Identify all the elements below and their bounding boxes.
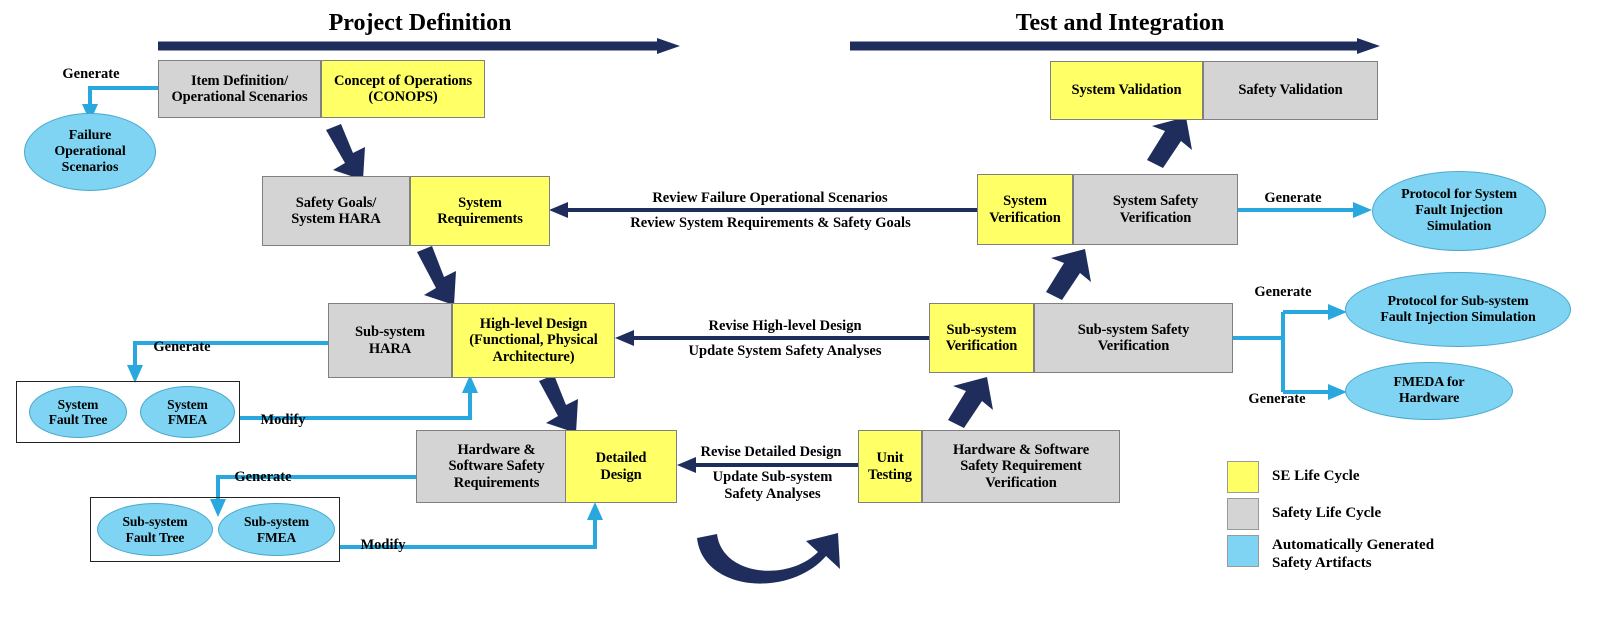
generate-edge-system-fta (127, 341, 336, 383)
box-system-safety-verification[interactable]: System Safety Verification (1073, 174, 1238, 245)
box-hw-sw-safety-requirement-verification[interactable]: Hardware & Software Safety Requirement V… (922, 430, 1120, 503)
descend-arrow-3 (539, 375, 578, 433)
modify-edge-highlevel-design (240, 375, 478, 420)
ellipse-failure-operational-scenarios[interactable]: Failure Operational Scenarios (24, 113, 156, 191)
ellipse-subsystem-fault-tree[interactable]: Sub-system Fault Tree (97, 503, 213, 556)
descend-arrow-2 (417, 246, 456, 305)
test-integration-banner-arrow (850, 38, 1380, 54)
title-test-integration: Test and Integration (1015, 10, 1225, 36)
title-project-definition: Project Definition (328, 10, 512, 36)
generate-edge-subsystem-artifacts (1233, 304, 1347, 400)
edge-label-generate-4: Generate (1264, 190, 1322, 206)
feedback-arrow-detailed (677, 457, 858, 473)
box-system-requirements[interactable]: System Requirements (410, 176, 550, 246)
legend-label-auto-generated-artifacts: Automatically Generated Safety Artifacts (1272, 537, 1435, 571)
box-item-definition[interactable]: Item Definition/ Operational Scenarios (158, 60, 321, 118)
ellipse-subsystem-fmea[interactable]: Sub-system FMEA (218, 503, 335, 556)
edge-label-review-failure-scenarios: Review Failure Operational Scenarios (652, 190, 888, 206)
box-conops[interactable]: Concept of Operations (CONOPS) (321, 60, 485, 118)
box-safety-goals-system-hara[interactable]: Safety Goals/ System HARA (262, 176, 410, 246)
box-system-validation[interactable]: System Validation (1050, 61, 1203, 120)
ellipse-protocol-subsystem-fault-injection[interactable]: Protocol for Sub-system Fault Injection … (1345, 272, 1571, 347)
ascend-arrow-1 (1147, 117, 1192, 168)
group-system-safety-artifacts (16, 381, 240, 443)
group-subsystem-safety-artifacts (90, 497, 340, 562)
box-hw-sw-safety-requirements[interactable]: Hardware & Software Safety Requirements (416, 430, 577, 503)
ellipse-fmeda-hardware[interactable]: FMEDA for Hardware (1345, 362, 1513, 420)
box-high-level-design[interactable]: High-level Design (Functional, Physical … (452, 303, 615, 378)
edge-label-revise-detailed-design: Revise Detailed Design (700, 444, 842, 460)
box-subsystem-hara[interactable]: Sub-system HARA (328, 303, 452, 378)
modify-edge-detailed-design (340, 502, 603, 549)
box-safety-validation[interactable]: Safety Validation (1203, 61, 1378, 120)
box-subsystem-verification[interactable]: Sub-system Verification (929, 303, 1034, 373)
ascend-arrow-3 (948, 377, 993, 428)
edge-label-generate-3: Generate (234, 469, 292, 485)
edge-label-generate-1: Generate (62, 66, 120, 82)
edge-label-modify-1: Modify (260, 412, 306, 428)
edge-label-update-subsystem-safety-analyses: Update Sub-system Safety Analyses (712, 469, 833, 503)
box-unit-testing[interactable]: Unit Testing (858, 430, 922, 503)
feedback-arrow-subsystem (615, 330, 943, 346)
edge-label-revise-highlevel-design: Revise High-level Design (708, 318, 862, 334)
ellipse-system-fault-tree[interactable]: System Fault Tree (29, 386, 127, 438)
generate-edge-subsystem-fta (210, 475, 416, 517)
legend-label-se-life-cycle: SE Life Cycle (1272, 468, 1360, 484)
feedback-arrow-system (549, 202, 1005, 218)
edge-label-generate-2: Generate (153, 339, 211, 355)
project-definition-banner-arrow (158, 38, 680, 54)
descend-arrow-1 (326, 124, 365, 180)
legend-swatch-safety-life-cycle (1227, 498, 1259, 530)
bottom-uturn-arrow (697, 533, 840, 584)
box-system-verification[interactable]: System Verification (977, 174, 1073, 245)
edge-label-generate-6: Generate (1248, 391, 1306, 407)
edge-label-update-system-safety-analyses: Update System Safety Analyses (688, 343, 882, 359)
box-subsystem-safety-verification[interactable]: Sub-system Safety Verification (1034, 303, 1233, 373)
legend-swatch-se-life-cycle (1227, 461, 1259, 493)
legend-label-safety-life-cycle: Safety Life Cycle (1272, 505, 1382, 521)
edge-label-modify-2: Modify (360, 537, 406, 553)
ellipse-system-fmea[interactable]: System FMEA (140, 386, 235, 438)
edge-label-review-system-requirements: Review System Requirements & Safety Goal… (630, 215, 911, 231)
ascend-arrow-2 (1046, 249, 1091, 300)
edge-label-generate-5: Generate (1254, 284, 1312, 300)
legend-swatch-auto-generated-artifacts (1227, 535, 1259, 567)
generate-edge-protocol-system (1238, 202, 1372, 218)
box-detailed-design[interactable]: Detailed Design (565, 430, 677, 503)
ellipse-protocol-system-fault-injection[interactable]: Protocol for System Fault Injection Simu… (1372, 171, 1546, 251)
